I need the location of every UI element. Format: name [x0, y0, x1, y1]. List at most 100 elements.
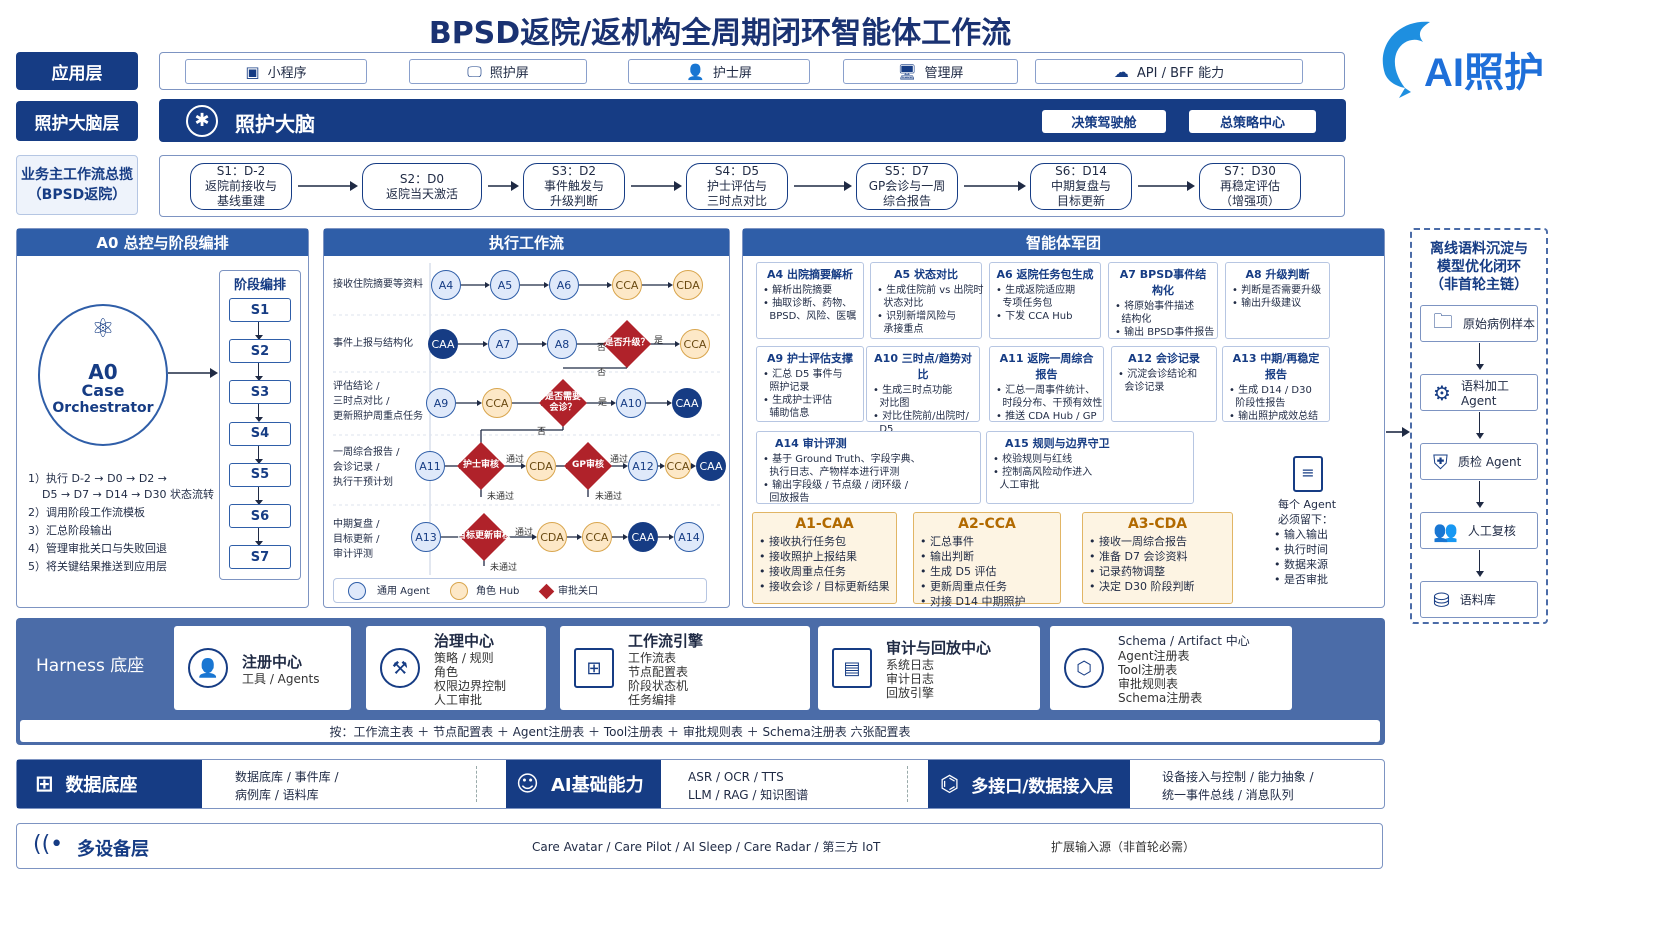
legend-hub-swatch: [450, 582, 468, 600]
offline-item[interactable]: ⚙语料加工 Agent: [1420, 374, 1538, 411]
node-cca[interactable]: CCA: [612, 270, 642, 300]
agent-card-line: • 汇总 D5 事件与: [763, 369, 843, 380]
agent-card[interactable]: A14 审计评测• 基于 Ground Truth、字段字典、 执行日志、产物样…: [756, 431, 981, 504]
app-item-care-screen[interactable]: 🖵照护屏: [409, 59, 587, 84]
harness-card[interactable]: 👤注册中心工具 / Agents: [174, 626, 351, 710]
node-cca[interactable]: CCA: [665, 453, 691, 479]
node-caa[interactable]: CAA: [672, 388, 702, 418]
phase-s3[interactable]: S3: [229, 380, 291, 405]
agent-card-line: • 对比住院前/出院时/: [873, 411, 969, 422]
harness-card[interactable]: ⊞工作流引擎工作流表节点配置表阶段状态机任务编排: [560, 626, 810, 710]
io-layer-tag: ⌬多接口/数据接入层: [928, 760, 1130, 808]
workflow-stage[interactable]: S6：D14 中期复盘与 目标更新: [1030, 163, 1132, 210]
node-a4[interactable]: A4: [431, 270, 461, 300]
hub-card-line: • 记录药物调整: [1089, 565, 1165, 578]
node-a8[interactable]: A8: [547, 329, 577, 359]
node-a10[interactable]: A10: [616, 388, 646, 418]
agent-card-line: 结构化: [1115, 314, 1152, 325]
agent-card-line: D5: [873, 424, 894, 435]
decision-cockpit-button[interactable]: 决策驾驶舱: [1042, 110, 1166, 133]
agent-card[interactable]: A10 三时点/趋势对比• 生成三时点功能 对比图• 对比住院前/出院时/ D5: [866, 346, 980, 435]
hub-card-line: • 决定 D30 阶段判断: [1089, 580, 1195, 593]
agent-card[interactable]: A11 返院一周综合报告• 汇总一周事件统计、 时段分布、干预有效性• 推送 C…: [989, 346, 1104, 422]
node-caa[interactable]: CAA: [428, 329, 458, 359]
phase-s7[interactable]: S7: [229, 545, 291, 570]
app-item-nurse-screen[interactable]: 👤护士屏: [628, 59, 810, 84]
harness-card-line: 审计日志: [886, 671, 935, 686]
node-a14[interactable]: A14: [674, 522, 704, 552]
hub-card-title: A2-CCA: [958, 516, 1016, 532]
monitor-icon: 🖵: [467, 62, 482, 81]
node-a5[interactable]: A5: [490, 270, 520, 300]
agent-card-title: A15 规则与边界守卫: [1005, 437, 1110, 450]
edge-label: 是: [654, 336, 664, 346]
app-item-admin-screen[interactable]: 🖥管理屏: [843, 59, 1018, 84]
node-a9[interactable]: A9: [426, 388, 456, 418]
app-item-api[interactable]: ☁API / BFF 能力: [1035, 59, 1303, 84]
node-a6[interactable]: A6: [549, 270, 579, 300]
workflow-stage[interactable]: S3：D2 事件触发与 升级判断: [523, 163, 625, 210]
agent-card[interactable]: A9 护士评估支撑• 汇总 D5 事件与 照护记录• 生成护士评估 辅助信息: [756, 346, 864, 422]
agent-card[interactable]: A5 状态对比• 生成住院前 vs 出院时 状态对比• 识别新增风险与 承接重点: [870, 262, 984, 339]
edge-label: 通过: [506, 455, 525, 465]
offline-item[interactable]: ⛨质检 Agent: [1420, 443, 1538, 480]
phase-s4[interactable]: S4: [229, 421, 291, 446]
data-tree-icon: ⊞: [35, 771, 54, 797]
node-a7[interactable]: A7: [488, 329, 518, 359]
harness-card[interactable]: ⚒治理中心策略 / 规则角色权限边界控制人工审批: [366, 626, 546, 710]
node-caa[interactable]: CAA: [696, 451, 726, 481]
offline-arrow-head: [1476, 502, 1484, 508]
node-a13[interactable]: A13: [411, 522, 441, 552]
node-cca[interactable]: CCA: [482, 388, 512, 418]
agent-card-title: A5 状态对比: [894, 268, 958, 281]
node-caa[interactable]: CAA: [628, 522, 658, 552]
node-cca[interactable]: CCA: [680, 329, 710, 359]
node-a12[interactable]: A12: [628, 451, 658, 481]
agent-card-line: BPSD、风险、医嘱: [763, 311, 857, 322]
agent-card[interactable]: A7 BPSD事件结构化• 将原始事件描述 结构化• 输出 BPSD事件报告: [1108, 262, 1218, 339]
hub-card[interactable]: A3-CDA• 接收一周综合报告• 准备 D7 会诊资料• 记录药物调整• 决定…: [1082, 512, 1233, 604]
node-cda[interactable]: CDA: [537, 522, 567, 552]
workflow-stage[interactable]: S4：D5 护士评估与 三时点对比: [686, 163, 788, 210]
offline-item[interactable]: 🗀原始病例样本: [1420, 305, 1538, 342]
workflow-stage[interactable]: S5：D7 GP会诊与一周 综合报告: [856, 163, 958, 210]
phase-s6[interactable]: S6: [229, 504, 291, 528]
a0-note: D5 → D7 → D14 → D30 状态流转: [28, 488, 214, 501]
workflow-stage[interactable]: S7：D30 再稳定评估 （增强项）: [1199, 163, 1301, 210]
phase-down-arrow: [258, 322, 259, 339]
phase-down-arrow: [258, 486, 259, 504]
harness-card-line: Tool注册表: [1118, 662, 1178, 677]
hub-card[interactable]: A2-CCA• 汇总事件• 输出判断• 生成 D5 评估• 更新周重点任务• 对…: [913, 512, 1061, 608]
ai-base-tag: ☺AI基础能力: [506, 760, 661, 808]
legend-agent-swatch: [348, 582, 366, 600]
harness-card-line: 节点配置表: [628, 664, 689, 679]
workflow-stage[interactable]: S1：D-2 返院前接收与 基线重建: [190, 163, 292, 210]
agent-card-line: 对比图: [873, 398, 910, 409]
phase-s1[interactable]: S1: [229, 298, 291, 322]
agent-card[interactable]: A12 会诊记录• 沉淀会诊结论和 会诊记录: [1111, 346, 1217, 422]
offline-arrow-head: [1476, 433, 1484, 439]
agent-card[interactable]: A13 中期/再稳定报告• 生成 D14 / D30 阶段性报告• 输出照护成效…: [1222, 346, 1330, 422]
offline-item[interactable]: ⛁语料库: [1420, 581, 1538, 618]
node-a11[interactable]: A11: [415, 451, 445, 481]
agent-card[interactable]: A8 升级判断• 判断是否需要升级• 输出升级建议: [1225, 262, 1330, 339]
offline-item[interactable]: 👥人工复核: [1420, 512, 1538, 549]
divider: [907, 766, 908, 802]
phase-arrow-head: [255, 417, 263, 423]
phase-s5[interactable]: S5: [229, 462, 291, 487]
workflow-stage[interactable]: S2：D0 返院当天激活: [362, 163, 482, 210]
node-cda[interactable]: CDA: [673, 270, 703, 300]
agent-card[interactable]: A6 返院任务包生成• 生成返院适应期 专项任务包• 下发 CCA Hub: [989, 262, 1101, 339]
hub-card[interactable]: A1-CAA• 接收执行任务包• 接收照护上报结果• 接收周重点任务• 接收会诊…: [752, 512, 897, 604]
agent-card[interactable]: A15 规则与边界守卫• 校验规则与红线• 控制高风险动作进入 人工审批: [986, 431, 1194, 504]
node-cda[interactable]: CDA: [526, 451, 556, 481]
stage-arrow: [964, 181, 1026, 191]
agent-card[interactable]: A4 出院摘要解析• 解析出院摘要• 抽取诊断、药物、 BPSD、风险、医嘱: [756, 262, 864, 339]
strategy-center-button[interactable]: 总策略中心: [1189, 110, 1316, 133]
harness-card[interactable]: ▤审计与回放中心系统日志审计日志回放引擎: [818, 626, 1040, 710]
phase-s2[interactable]: S2: [229, 339, 291, 364]
node-cca[interactable]: CCA: [582, 522, 612, 552]
app-item-mini-program[interactable]: ▣小程序: [185, 59, 367, 84]
